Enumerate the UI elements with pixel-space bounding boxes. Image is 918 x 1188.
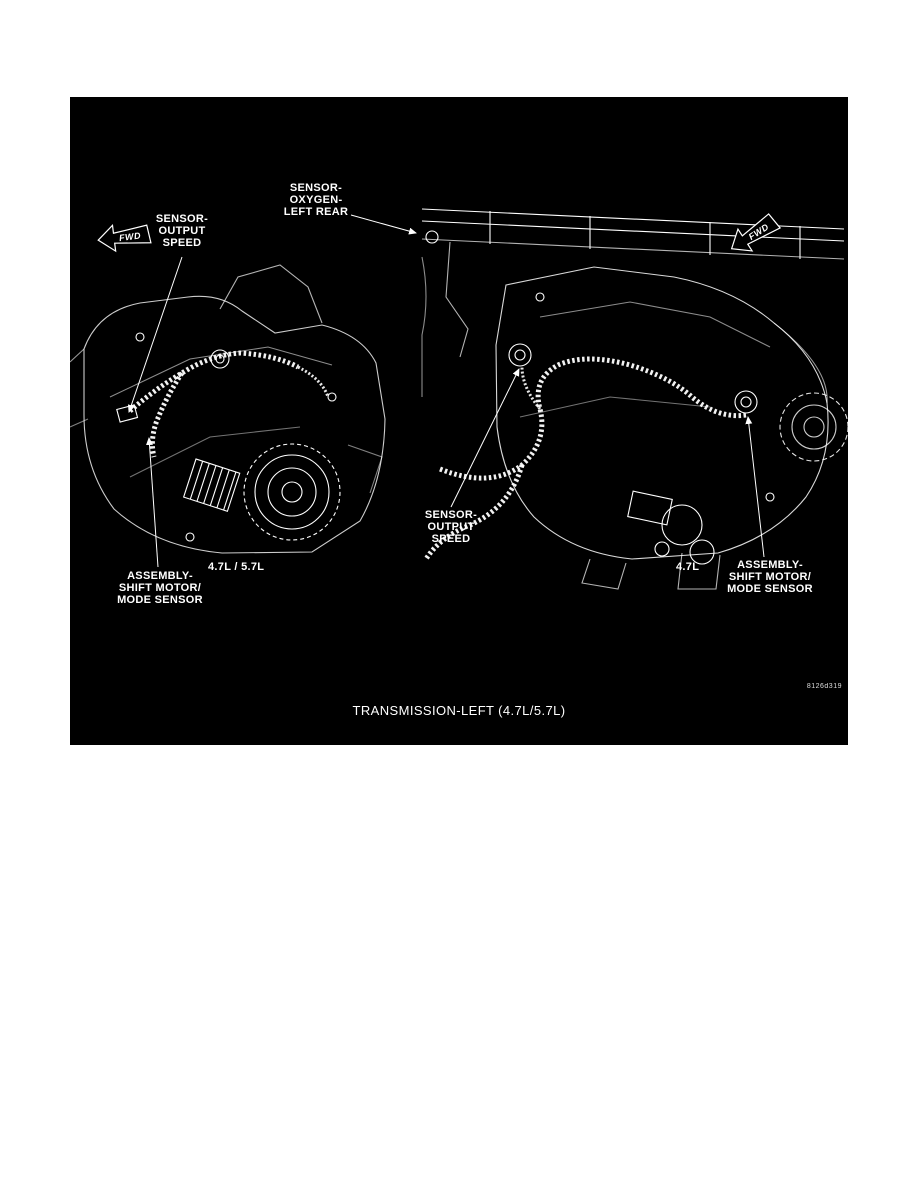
leader-sensor-oxygen-left-rear <box>350 214 417 235</box>
figure-transmission-left: FWD FWD SENSOR- OUTPUT SPEED SENSOR- OXY… <box>70 97 848 745</box>
figure-code: 8126d319 <box>806 683 842 690</box>
leader-assembly-shift-left <box>145 437 159 568</box>
wiring-harness-left <box>128 350 330 458</box>
fwd-arrow-right-icon: FWD <box>730 213 782 252</box>
figure-caption: TRANSMISSION-LEFT (4.7L/5.7L) <box>352 703 566 718</box>
callout-sensor-output-speed-left: SENSOR- OUTPUT SPEED <box>155 213 209 249</box>
callout-assembly-shift-motor-right: ASSEMBLY- SHIFT MOTOR/ MODE SENSOR <box>727 559 813 595</box>
transfer-case-illustration-right <box>421 208 848 590</box>
callout-sensor-oxygen-left-rear: SENSOR- OXYGEN- LEFT REAR <box>283 182 349 218</box>
leader-lines <box>127 214 765 568</box>
callout-engine-left: 4.7L / 5.7L <box>208 561 265 573</box>
callout-assembly-shift-motor-left: ASSEMBLY- SHIFT MOTOR/ MODE SENSOR <box>117 570 203 606</box>
leader-assembly-shift-right <box>745 416 765 558</box>
leader-sensor-output-speed-center <box>450 368 520 508</box>
callout-engine-right: 4.7L <box>676 561 700 573</box>
leader-sensor-output-speed-left <box>127 256 183 413</box>
fwd-arrow-left-icon: FWD <box>97 223 152 253</box>
transmission-line-art: FWD FWD <box>70 208 848 590</box>
fwd-arrow-left-label: FWD <box>118 230 141 243</box>
wiring-harness-right <box>423 356 747 561</box>
transfer-case-illustration-left <box>70 264 386 554</box>
callout-sensor-output-speed-center: SENSOR- OUTPUT SPEED <box>424 509 478 545</box>
